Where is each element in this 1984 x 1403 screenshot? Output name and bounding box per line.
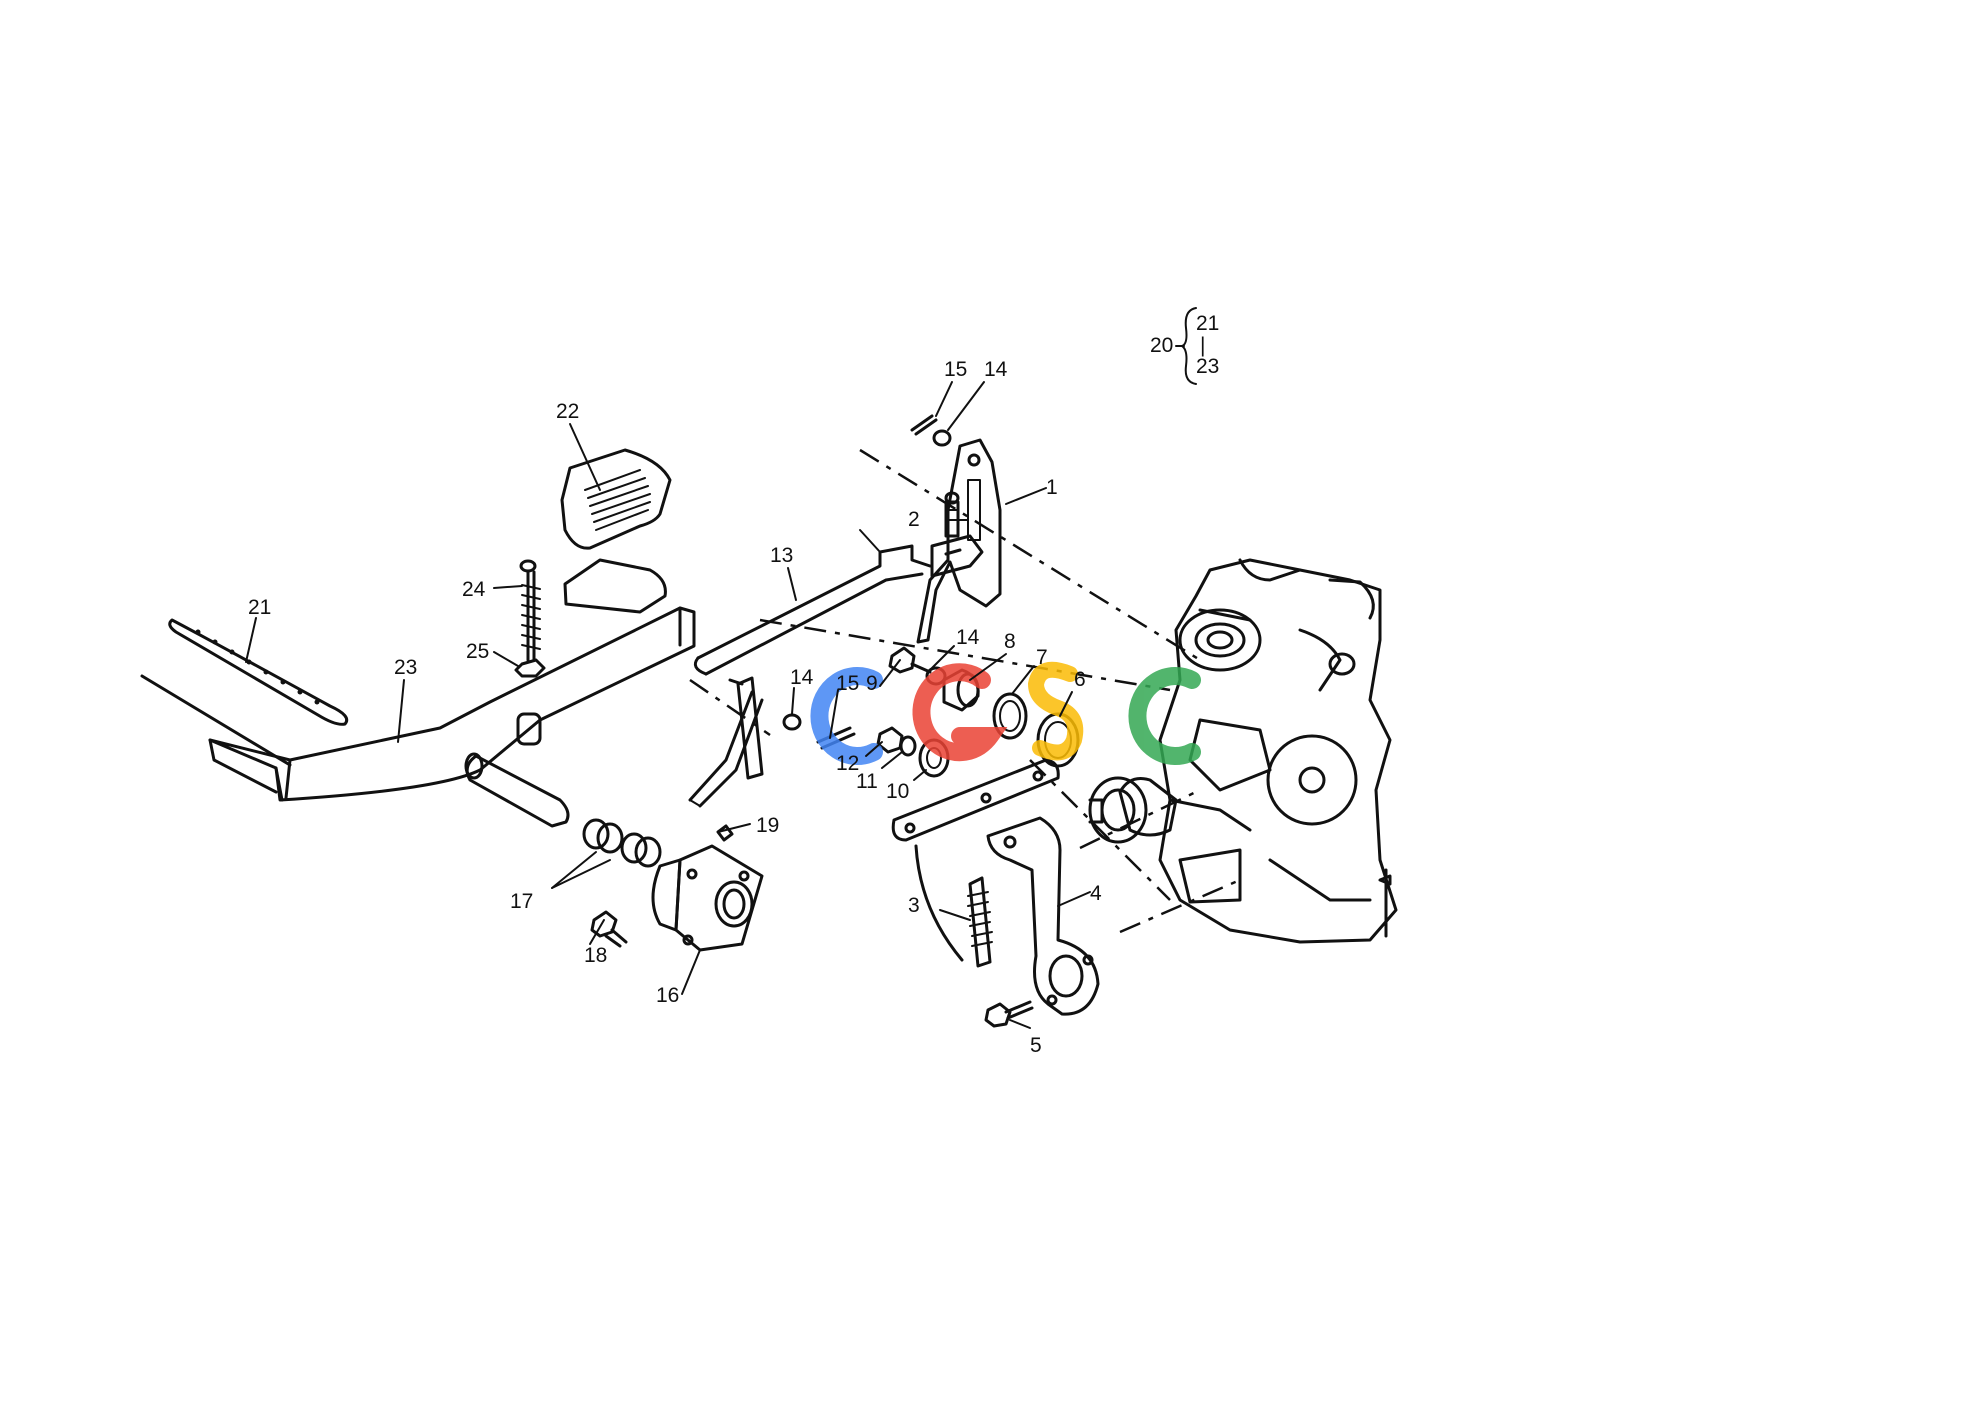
callout-18: 18 bbox=[584, 944, 607, 967]
callout-12: 12 bbox=[836, 752, 859, 775]
callout-15-upper: 15 bbox=[944, 358, 967, 381]
callout-14-middle: 14 bbox=[956, 626, 980, 649]
flat-link-lever bbox=[891, 758, 1060, 842]
part-18-bolt bbox=[590, 910, 628, 948]
part-11-washer bbox=[899, 735, 917, 757]
assembly-note-parent: 20 bbox=[1150, 334, 1173, 357]
callout-14-left: 14 bbox=[790, 666, 814, 689]
part-1-bracket bbox=[916, 438, 1002, 644]
pivot-shaft bbox=[464, 752, 570, 828]
part-3-spring bbox=[914, 844, 993, 968]
part-14-washer-left bbox=[782, 713, 802, 731]
callout-16: 16 bbox=[656, 984, 679, 1007]
part-19-screw bbox=[716, 824, 734, 842]
callout-8: 8 bbox=[1004, 630, 1016, 653]
assembly-note-first: 21 bbox=[1196, 312, 1219, 335]
lower-bell-crank bbox=[688, 676, 764, 808]
callout-23: 23 bbox=[394, 656, 417, 679]
transmission-housing bbox=[1088, 558, 1398, 944]
leader-lines bbox=[245, 381, 1091, 1029]
callout-14-upper: 14 bbox=[984, 358, 1008, 381]
part-9-bolt bbox=[888, 646, 932, 674]
part-13-connecting-rod bbox=[693, 529, 932, 686]
part-5-bolt bbox=[984, 1000, 1034, 1028]
part-15-screw-upper bbox=[910, 414, 938, 436]
callout-5: 5 bbox=[1030, 1034, 1042, 1057]
callouts: 1 2 3 4 5 6 7 8 9 10 11 12 13 14 14 14 1… bbox=[248, 358, 1102, 1057]
part-22-pedal-pad bbox=[560, 448, 672, 614]
callout-11: 11 bbox=[856, 770, 878, 793]
callout-21: 21 bbox=[248, 596, 271, 619]
callout-13: 13 bbox=[770, 544, 793, 567]
part-14-washer-upper bbox=[932, 429, 952, 447]
part-23-pedal-arm bbox=[208, 606, 696, 802]
callout-10: 10 bbox=[886, 780, 909, 803]
callout-6: 6 bbox=[1074, 668, 1086, 691]
part-7-ring bbox=[992, 692, 1028, 740]
assembly-note: 20 21 | 23 bbox=[1150, 307, 1219, 385]
part-21-perforated-strip bbox=[140, 618, 349, 767]
callout-19: 19 bbox=[756, 814, 779, 837]
callout-3: 3 bbox=[908, 894, 920, 917]
part-4-arm-plate bbox=[986, 816, 1100, 1016]
part-16-flange-bearing bbox=[651, 844, 764, 952]
callout-7: 7 bbox=[1036, 646, 1048, 669]
part-17-bushings bbox=[582, 818, 662, 868]
callout-17: 17 bbox=[510, 890, 533, 913]
part-25-nut bbox=[514, 658, 546, 746]
callout-25: 25 bbox=[466, 640, 489, 663]
callout-2: 2 bbox=[908, 508, 920, 531]
callout-4: 4 bbox=[1090, 882, 1102, 905]
watermark-logo bbox=[810, 661, 1201, 765]
assembly-note-last: 23 bbox=[1196, 355, 1219, 378]
callout-1: 1 bbox=[1046, 476, 1058, 499]
callout-22: 22 bbox=[556, 400, 579, 423]
callout-24: 24 bbox=[462, 578, 486, 601]
callout-9: 9 bbox=[866, 672, 878, 695]
part-24-bolt bbox=[519, 559, 541, 662]
assembly-note-separator: | bbox=[1200, 334, 1205, 357]
callout-15-middle: 15 bbox=[836, 672, 859, 695]
